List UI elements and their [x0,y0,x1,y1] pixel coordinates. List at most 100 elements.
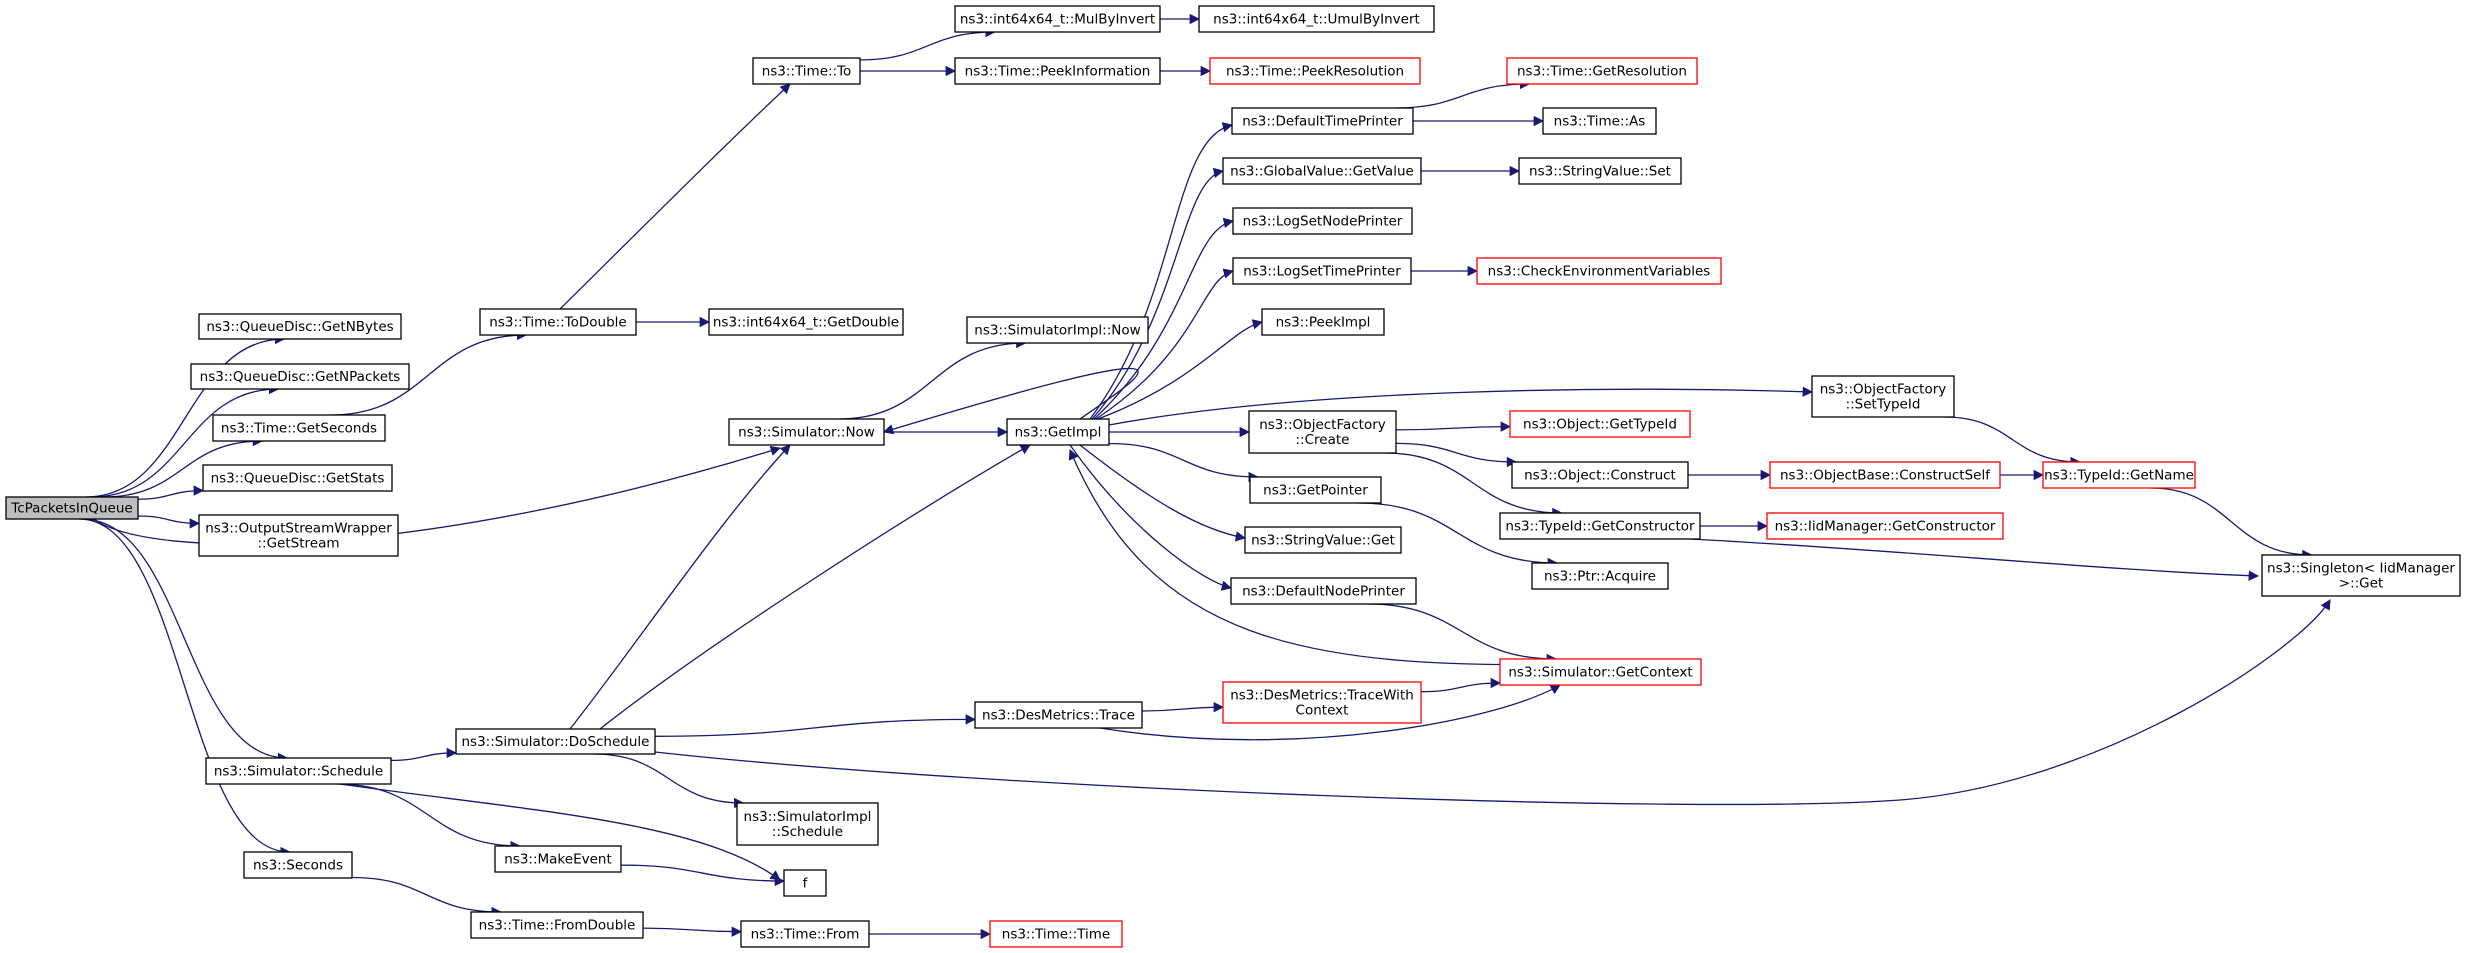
node-simgetcontext-box [1499,658,1702,686]
node-simgetcontext[interactable]: ns3::Simulator::GetContext [1499,658,1702,686]
node-tidgetctor-label-0: ns3::TypeId::GetConstructor [1505,519,1695,535]
node-iidgetctor-label-0: ns3::IidManager::GetConstructor [1775,519,1996,535]
edge-fromdouble-to-timefrom [642,926,743,937]
edge-tidgetctor-to-singletonget [1689,538,2260,581]
edge-doschedule-to-simimplschedule [593,753,745,809]
node-timeas[interactable]: ns3::Time::As [1542,107,1657,135]
node-logsettime[interactable]: ns3::LogSetTimePrinter [1232,257,1412,285]
node-tidgetname[interactable]: ns3::TypeId::GetName [2042,461,2196,489]
node-checkenv[interactable]: ns3::CheckEnvironmentVariables [1476,257,1722,285]
node-doschedule-box [455,728,656,755]
node-timefrom[interactable]: ns3::Time::From [740,920,870,948]
node-checkenv-box [1476,257,1722,285]
node-svset-label-0: ns3::StringValue::Set [1529,164,1671,180]
node-getpointer-label-0: ns3::GetPointer [1263,483,1368,499]
node-peekinfo[interactable]: ns3::Time::PeekInformation [954,57,1161,85]
node-destrace[interactable]: ns3::DesMetrics::Trace [974,701,1143,729]
node-doschedule[interactable]: ns3::Simulator::DoSchedule [455,728,656,755]
node-ofcreate[interactable]: ns3::ObjectFactory::Create [1248,410,1397,454]
node-peekres[interactable]: ns3::Time::PeekResolution [1209,57,1421,85]
node-schedule[interactable]: ns3::Simulator::Schedule [205,757,392,785]
node-getimpl-box [1006,418,1110,446]
node-timefrom-label-0: ns3::Time::From [751,927,860,943]
node-todouble-label-0: ns3::Time::ToDouble [489,315,626,331]
node-peekimpl-box [1261,308,1385,336]
node-svget-label-0: ns3::StringValue::Get [1251,533,1395,549]
node-ofcreate-box [1248,410,1397,454]
node-root-box [5,496,139,520]
node-objgettypeid-label-0: ns3::Object::GetTypeId [1523,417,1677,433]
node-deftimeprinter[interactable]: ns3::DefaultTimePrinter [1231,107,1414,135]
node-f-label-0: f [803,876,809,892]
node-ofsettypeid-label-1: ::SetTypeId [1846,397,1921,413]
node-umulbyinvert[interactable]: ns3::int64x64_t::UmulByInvert [1198,5,1435,33]
node-getdouble[interactable]: ns3::int64x64_t::GetDouble [708,308,904,336]
node-getpointer[interactable]: ns3::GetPointer [1249,476,1382,504]
node-timeto-label-0: ns3::Time::To [762,64,852,80]
node-simimplschedule-box [736,802,879,846]
node-peekimpl-label-0: ns3::PeekImpl [1276,315,1371,331]
node-getstats[interactable]: ns3::QueueDisc::GetStats [202,464,393,492]
node-defnodeprinter[interactable]: ns3::DefaultNodePrinter [1230,577,1417,605]
edge-root-to-getnbytes [85,333,286,498]
node-iidgetctor[interactable]: ns3::IidManager::GetConstructor [1766,512,2004,540]
node-singletonget[interactable]: ns3::Singleton< IidManager>::Get [2261,554,2461,597]
node-doschedule-label-0: ns3::Simulator::DoSchedule [462,734,650,750]
node-getstream[interactable]: ns3::OutputStreamWrapper::GetStream [198,514,399,557]
node-root[interactable]: TcPacketsInQueue [5,496,139,520]
node-fromdouble[interactable]: ns3::Time::FromDouble [470,911,644,939]
edge-simnow-to-simimplnow [838,337,1027,420]
node-getseconds[interactable]: ns3::Time::GetSeconds [212,414,386,442]
edge-ofcreate-to-tidgetctor [1384,452,1563,519]
node-mulbyinvert[interactable]: ns3::int64x64_t::MulByInvert [954,5,1161,33]
node-tracewithctx-label-0: ns3::DesMetrics::TraceWith [1230,688,1414,704]
node-peekimpl[interactable]: ns3::PeekImpl [1261,308,1385,336]
edge-getimpl-to-logsetnode [1093,217,1235,420]
node-gvgetvalue[interactable]: ns3::GlobalValue::GetValue [1222,157,1422,185]
node-getnpackets[interactable]: ns3::QueueDisc::GetNPackets [190,363,410,390]
node-seconds[interactable]: ns3::Seconds [243,851,353,879]
node-timeas-label-0: ns3::Time::As [1554,114,1646,130]
edge-getimpl-to-ofsettypeid [1108,386,1814,426]
node-objconstruct-label-0: ns3::Object::Construct [1524,468,1676,484]
node-svset[interactable]: ns3::StringValue::Set [1518,157,1682,185]
node-simimplschedule[interactable]: ns3::SimulatorImpl::Schedule [736,802,879,846]
node-peekres-label-0: ns3::Time::PeekResolution [1226,64,1404,80]
node-svget[interactable]: ns3::StringValue::Get [1244,526,1402,554]
node-ofsettypeid[interactable]: ns3::ObjectFactory::SetTypeId [1811,375,1955,418]
node-ptracquire[interactable]: ns3::Ptr::Acquire [1531,562,1669,590]
edge-getimpl-to-defnodeprinter [1069,444,1233,591]
node-getimpl[interactable]: ns3::GetImpl [1006,418,1110,446]
node-f-box [783,869,827,897]
node-getnbytes[interactable]: ns3::QueueDisc::GetNBytes [198,313,402,340]
node-tidgetname-label-0: ns3::TypeId::GetName [2044,468,2194,484]
node-logsetnode[interactable]: ns3::LogSetNodePrinter [1232,207,1413,235]
node-fromdouble-label-0: ns3::Time::FromDouble [479,918,636,934]
node-defnodeprinter-box [1230,577,1417,605]
node-simimplnow[interactable]: ns3::SimulatorImpl::Now [966,316,1149,344]
node-deftimeprinter-box [1231,107,1414,135]
node-obconstructself[interactable]: ns3::ObjectBase::ConstructSelf [1769,461,2001,489]
node-fromdouble-box [470,911,644,939]
node-destrace-box [974,701,1143,729]
node-timetime[interactable]: ns3::Time::Time [989,920,1123,948]
edge-getseconds-to-todouble [330,329,528,416]
node-getnbytes-box [198,313,402,340]
node-getstream-label-0: ns3::OutputStreamWrapper [205,521,392,537]
node-objgettypeid[interactable]: ns3::Object::GetTypeId [1509,410,1691,438]
node-peekinfo-label-0: ns3::Time::PeekInformation [965,64,1151,80]
node-tidgetctor[interactable]: ns3::TypeId::GetConstructor [1499,512,1701,540]
node-makeevent[interactable]: ns3::MakeEvent [494,845,622,873]
node-objconstruct[interactable]: ns3::Object::Construct [1511,461,1689,489]
node-getres-label-0: ns3::Time::GetResolution [1517,64,1687,80]
node-logsettime-label-0: ns3::LogSetTimePrinter [1243,264,1401,280]
node-todouble[interactable]: ns3::Time::ToDouble [479,308,637,336]
edge-getimpl-to-logsettime [1095,268,1235,420]
node-getdouble-box [708,308,904,336]
node-tracewithctx-label-1: Context [1296,703,1349,719]
node-f[interactable]: f [783,869,827,897]
node-getres[interactable]: ns3::Time::GetResolution [1506,57,1698,85]
node-timeto[interactable]: ns3::Time::To [752,57,861,85]
node-simnow[interactable]: ns3::Simulator::Now [728,418,885,446]
